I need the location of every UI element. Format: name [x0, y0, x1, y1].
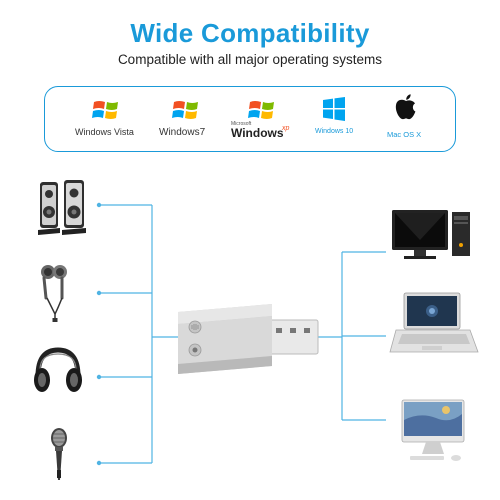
- microphone-icon: [51, 428, 67, 480]
- windows-flag-icon: [172, 101, 198, 119]
- os-item-mac-os-x: Mac OS X: [379, 87, 433, 153]
- os-label: Windows 10: [315, 128, 354, 135]
- os-compatibility-panel: Windows Vista Windows7 Microsoft Windows…: [44, 86, 456, 152]
- os-label: Windows Vista: [75, 127, 134, 137]
- page-title: Wide Compatibility: [130, 18, 370, 48]
- windows-flag-icon: [92, 101, 118, 119]
- windows-flag-icon: [248, 101, 274, 119]
- os-label: Mac OS X: [387, 130, 422, 139]
- headphones-icon: [34, 347, 82, 392]
- os-item-windows-vista: Windows Vista: [75, 87, 139, 153]
- os-label-suffix: xp: [282, 125, 290, 132]
- connector-lines: [99, 204, 386, 464]
- page-subtitle: Compatible with all major operating syst…: [117, 52, 383, 67]
- os-label: Windows: [231, 126, 284, 140]
- connector-dots: [96, 202, 102, 466]
- usb-sound-card-icon: [178, 304, 319, 374]
- apple-logo-icon: [395, 94, 416, 120]
- os-item-windows-10: Windows 10: [307, 87, 361, 153]
- earphones-icon: [41, 265, 67, 322]
- laptop-icon: [389, 292, 479, 353]
- imac-icon: [401, 399, 465, 461]
- desktop-computer-icon: [392, 210, 470, 259]
- os-item-windows-xp: Microsoft Windows xp: [227, 87, 297, 153]
- speakers-icon: [38, 180, 86, 235]
- os-label: Windows7: [159, 127, 206, 138]
- os-item-windows-7: Windows7: [155, 87, 217, 153]
- windows-10-logo-icon: [323, 97, 345, 121]
- os-label-small: Microsoft: [231, 121, 252, 127]
